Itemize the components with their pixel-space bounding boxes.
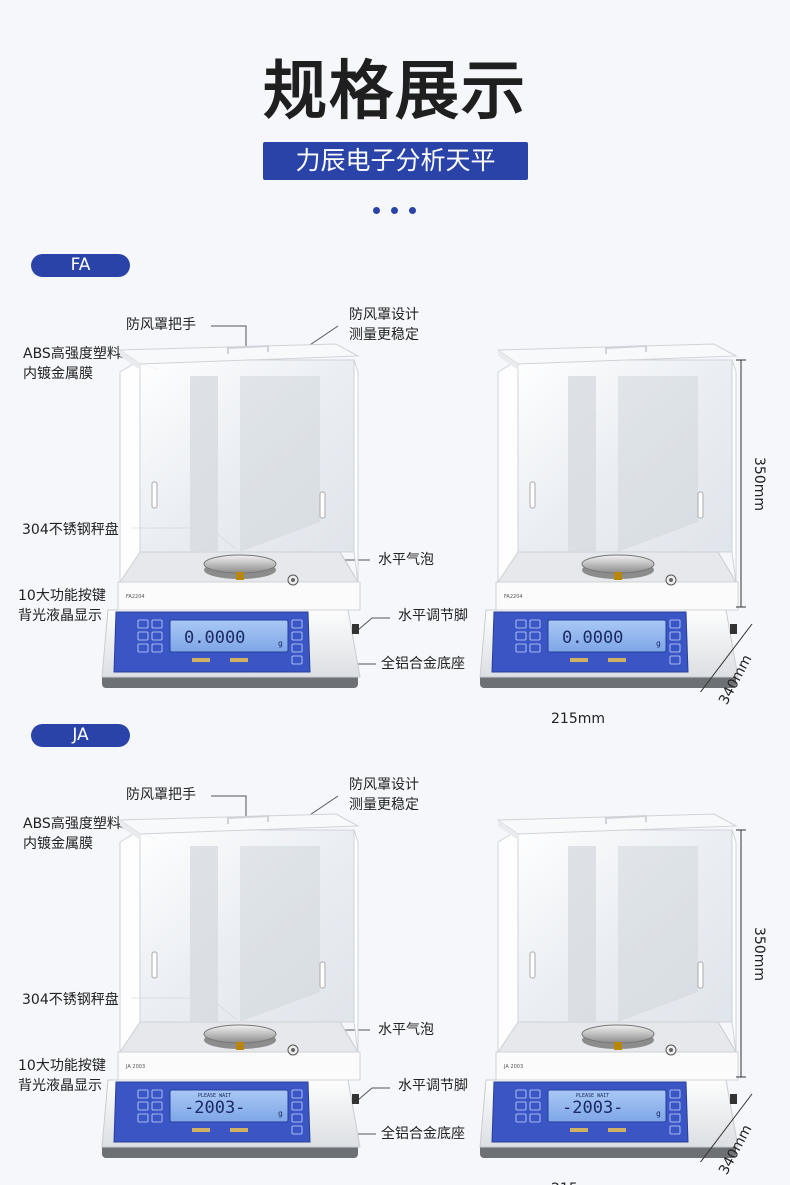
- balance-illustration-right: LICHEN 0.0000 g FA2204: [478, 342, 740, 692]
- callout-level-bubble: 水平气泡: [378, 552, 434, 568]
- callout-aluminum-base: 全铝合金底座: [381, 1126, 465, 1142]
- lcd-reading: 0.0000: [562, 628, 623, 648]
- lcd-unit: g: [278, 1109, 283, 1118]
- balance-illustration-right: LICHEN -2003- g PLEASE WAIT JA 2003: [478, 812, 740, 1162]
- callout-abs-plastic: ABS高强度塑料: [23, 816, 121, 832]
- section-fa: FA 防风罩把手 防风罩设计 测量更稳定 ABS高强度塑料 内镀金属膜 304不…: [0, 252, 790, 727]
- lcd-reading: -2003-: [184, 1098, 245, 1118]
- lcd-unit: g: [656, 639, 661, 648]
- model-label-pill: FA: [31, 254, 130, 277]
- dimension-height: 350mm: [751, 927, 767, 981]
- callout-windshield-design: 防风罩设计: [349, 777, 419, 793]
- subtitle-banner: 力辰电子分析天平: [263, 142, 528, 180]
- callout-windshield-design: 防风罩设计: [349, 307, 419, 323]
- page-title: 规格展示: [263, 55, 527, 129]
- section-ja: JA 防风罩把手 防风罩设计 测量更稳定 ABS高强度塑料 内镀金属膜 304不…: [0, 722, 790, 1185]
- decorative-dots: [373, 207, 417, 215]
- callout-leveling-foot: 水平调节脚: [398, 608, 468, 624]
- dimension-width: 215mm: [551, 1181, 605, 1185]
- callout-windshield-handle: 防风罩把手: [126, 787, 196, 803]
- callout-leveling-foot: 水平调节脚: [398, 1078, 468, 1094]
- model-tag: FA2204: [126, 594, 145, 600]
- callout-metal-film: 内镀金属膜: [23, 366, 93, 382]
- lcd-reading: 0.0000: [184, 628, 245, 648]
- lcd-unit: g: [656, 1109, 661, 1118]
- callout-stable-measure: 测量更稳定: [349, 327, 419, 343]
- lcd-reading: -2003-: [562, 1098, 623, 1118]
- function-keys-right: [291, 619, 303, 665]
- callout-metal-film: 内镀金属膜: [23, 836, 93, 852]
- function-keys-left: [515, 619, 541, 653]
- callout-function-keys: 10大功能按键: [18, 1058, 106, 1074]
- callout-windshield-handle: 防风罩把手: [126, 317, 196, 333]
- model-label-pill: JA: [31, 724, 130, 747]
- callout-stable-measure: 测量更稳定: [349, 797, 419, 813]
- balance-drawing: LICHEN 0.0000 g FA2204: [101, 343, 361, 688]
- callout-function-keys: 10大功能按键: [18, 588, 106, 604]
- callout-backlit-lcd: 背光液晶显示: [18, 608, 102, 624]
- function-keys-left: [137, 1089, 163, 1123]
- lcd-header: PLEASE WAIT: [198, 1093, 231, 1099]
- dimension-width: 215mm: [551, 711, 605, 727]
- callout-level-bubble: 水平气泡: [378, 1022, 434, 1038]
- function-keys-right: [669, 619, 681, 665]
- function-keys-right: [669, 1089, 681, 1135]
- balance-drawing: LICHEN 0.0000 g FA2204: [479, 343, 739, 688]
- callout-steel-pan: 304不锈钢秤盘: [22, 522, 119, 538]
- callout-steel-pan: 304不锈钢秤盘: [22, 992, 119, 1008]
- function-keys-right: [291, 1089, 303, 1135]
- balance-illustration-left: LICHEN 0.0000 g FA2204: [100, 342, 362, 692]
- lcd-unit: g: [278, 639, 283, 648]
- callout-backlit-lcd: 背光液晶显示: [18, 1078, 102, 1094]
- model-tag: JA 2003: [503, 1064, 523, 1070]
- balance-drawing: LICHEN -2003- g PLEASE WAIT JA 2003: [101, 813, 361, 1158]
- model-tag: JA 2003: [125, 1064, 145, 1070]
- balance-illustration-left: LICHEN -2003- g PLEASE WAIT JA 2003: [100, 812, 362, 1162]
- balance-drawing: LICHEN -2003- g PLEASE WAIT JA 2003: [479, 813, 739, 1158]
- function-keys-left: [515, 1089, 541, 1123]
- function-keys-left: [137, 619, 163, 653]
- model-tag: FA2204: [504, 594, 523, 600]
- dimension-height: 350mm: [751, 457, 767, 511]
- callout-abs-plastic: ABS高强度塑料: [23, 346, 121, 362]
- callout-aluminum-base: 全铝合金底座: [381, 656, 465, 672]
- lcd-header: PLEASE WAIT: [576, 1093, 609, 1099]
